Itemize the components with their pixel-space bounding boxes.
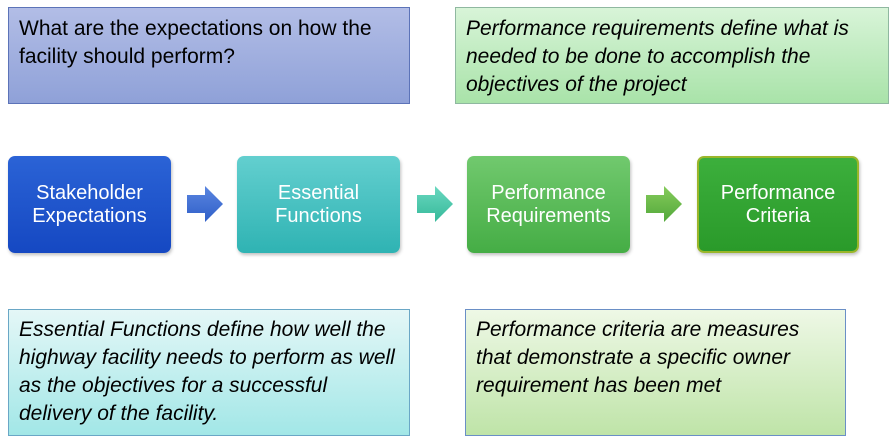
performance-criteria-box: Performance Criteria	[697, 156, 859, 253]
performance-criteria-note: Performance criteria are measures that d…	[465, 309, 846, 436]
performance-criteria-label: Performance Criteria	[720, 181, 836, 227]
expectations-question-text: What are the expectations on how the fac…	[19, 17, 372, 68]
essential-functions-note: Essential Functions define how well the …	[8, 309, 410, 436]
essential-functions-label: Essential Functions	[275, 181, 362, 227]
expectations-question-box: What are the expectations on how the fac…	[8, 7, 410, 104]
performance-criteria-note-text: Performance criteria are measures that d…	[476, 318, 800, 397]
right-arrow-icon	[417, 186, 453, 222]
performance-requirements-note-text: Performance requirements define what is …	[466, 17, 849, 96]
right-arrow-icon	[646, 186, 682, 222]
essential-functions-note-text: Essential Functions define how well the …	[19, 318, 395, 425]
stakeholder-expectations-box: Stakeholder Expectations	[8, 156, 171, 253]
stakeholder-expectations-label: Stakeholder Expectations	[32, 181, 147, 227]
essential-functions-box: Essential Functions	[237, 156, 400, 253]
performance-requirements-box: Performance Requirements	[467, 156, 630, 253]
right-arrow-icon	[187, 186, 223, 222]
performance-requirements-label: Performance Requirements	[486, 181, 611, 227]
performance-requirements-note: Performance requirements define what is …	[455, 7, 889, 104]
